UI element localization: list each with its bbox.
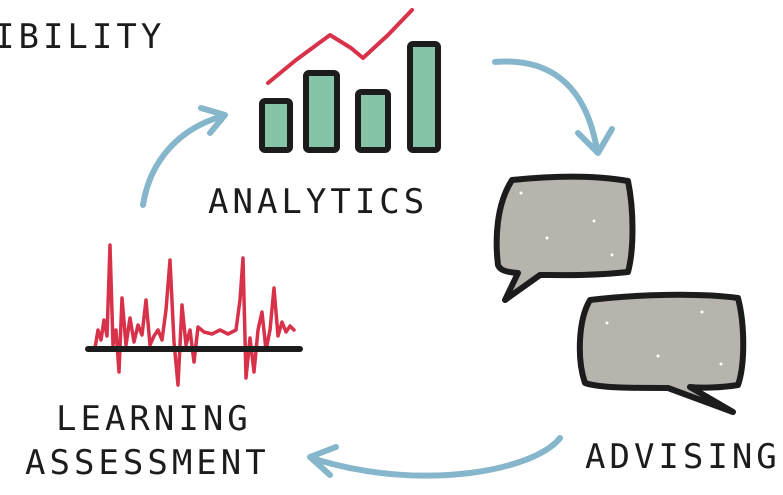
trend-line	[266, 8, 414, 85]
waveform-icon	[85, 243, 303, 387]
chart-bar-3	[355, 89, 391, 153]
speech-bubbles-icon	[493, 173, 747, 415]
speech-bubble-upper	[493, 173, 636, 303]
arrow-analytics-to-advising	[492, 58, 615, 156]
speech-bubble-lower	[576, 291, 747, 415]
analytics-label: ANALYTICS	[208, 182, 429, 222]
assessment-label: ASSESSMENT	[25, 443, 270, 483]
chart-bar-1	[259, 98, 293, 153]
bar-chart-icon	[259, 41, 441, 153]
advising-label: ADVISING	[585, 437, 781, 477]
learning-label: LEARNING	[56, 399, 252, 439]
chart-bar-4	[407, 41, 441, 153]
arrow-assessment-to-analytics	[140, 105, 228, 208]
arrow-advising-to-assessment	[307, 435, 563, 479]
fragment-title: IBILITY	[0, 17, 166, 57]
chart-bar-2	[303, 70, 340, 153]
waveform-line	[93, 243, 296, 387]
